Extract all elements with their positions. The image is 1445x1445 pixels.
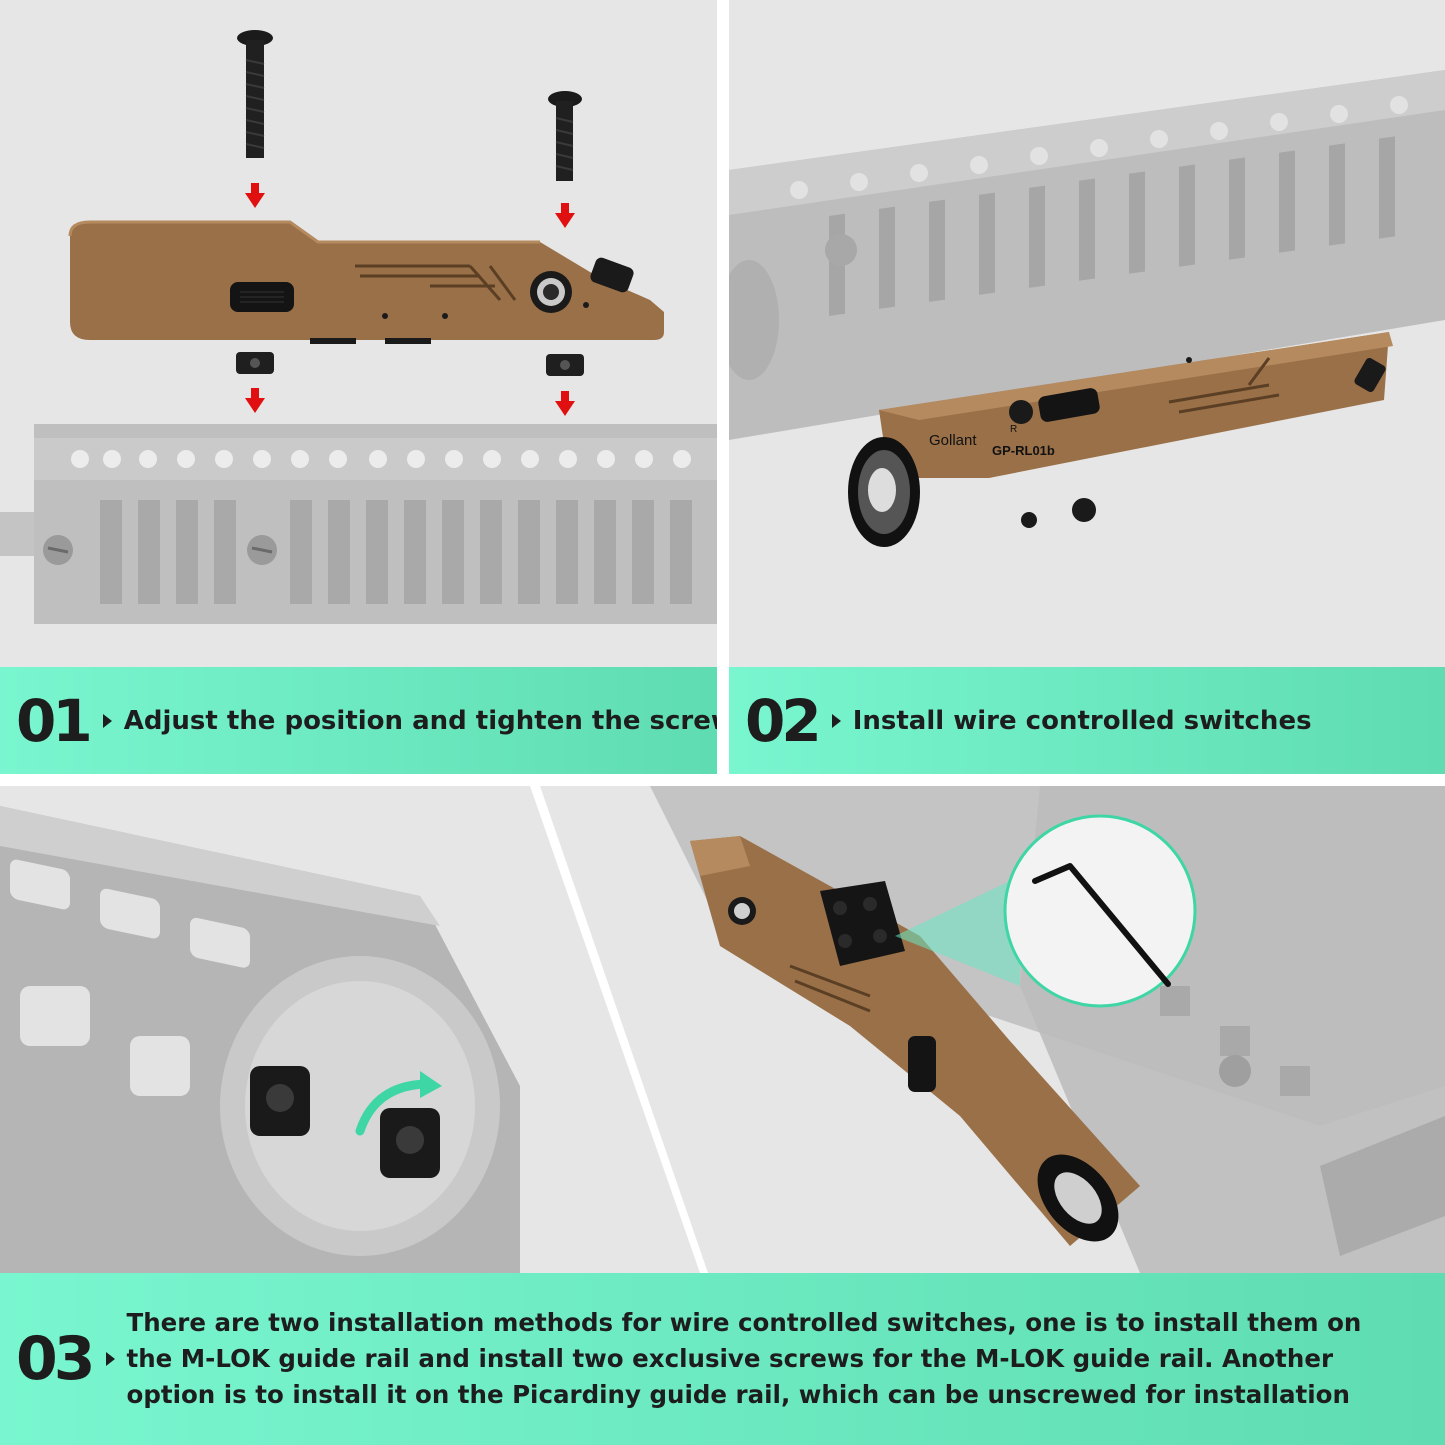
step-1-caption: Adjust the position and tighten the scre… xyxy=(123,705,717,736)
panel-step-3-picatinny xyxy=(540,786,1445,1273)
mlok-rail-illustration xyxy=(0,806,520,1273)
hex-key-icon xyxy=(1032,863,1171,987)
step-1-number: 01 xyxy=(16,686,93,755)
down-arrow-icon xyxy=(245,183,575,416)
panel-step-1 xyxy=(0,0,717,667)
panel-step-2: Gollant GP-RL01b R xyxy=(729,0,1445,667)
step-3-number: 03 xyxy=(16,1324,95,1394)
picatinny-rail xyxy=(729,70,1445,440)
tnut-right xyxy=(380,1108,440,1178)
screw-icon xyxy=(548,91,582,181)
play-arrow-icon xyxy=(105,1352,115,1366)
step-2-caption-bar: 02 Install wire controlled switches xyxy=(729,667,1445,774)
panel-step-3-mlok xyxy=(0,786,700,1273)
step-1-illustration xyxy=(0,30,717,624)
brand-label: Gollant xyxy=(929,432,977,449)
light-body xyxy=(68,220,664,344)
step-2-caption: Install wire controlled switches xyxy=(852,705,1312,736)
step-2-number: 02 xyxy=(745,686,822,755)
play-arrow-icon xyxy=(102,713,112,728)
step-1-caption-bar: 01 Adjust the position and tighten the s… xyxy=(0,667,717,774)
step-2-illustration: Gollant GP-RL01b R xyxy=(729,70,1445,547)
play-arrow-icon xyxy=(831,713,841,728)
registered-mark: R xyxy=(1010,424,1017,435)
picatinny-rail xyxy=(0,424,717,624)
rotate-arrow-icon xyxy=(355,1071,442,1136)
step-3-caption: There are two installation methods for w… xyxy=(126,1308,1362,1409)
picatinny-install-illustration xyxy=(650,786,1445,1273)
tnut-left xyxy=(250,1066,310,1136)
weapon-light xyxy=(690,836,1140,1246)
screw-icon xyxy=(237,30,273,158)
step-3-caption-bar: 03 There are two installation methods fo… xyxy=(0,1273,1445,1445)
model-label: GP-RL01b xyxy=(992,443,1055,458)
weapon-light: Gollant GP-RL01b R xyxy=(848,332,1393,547)
